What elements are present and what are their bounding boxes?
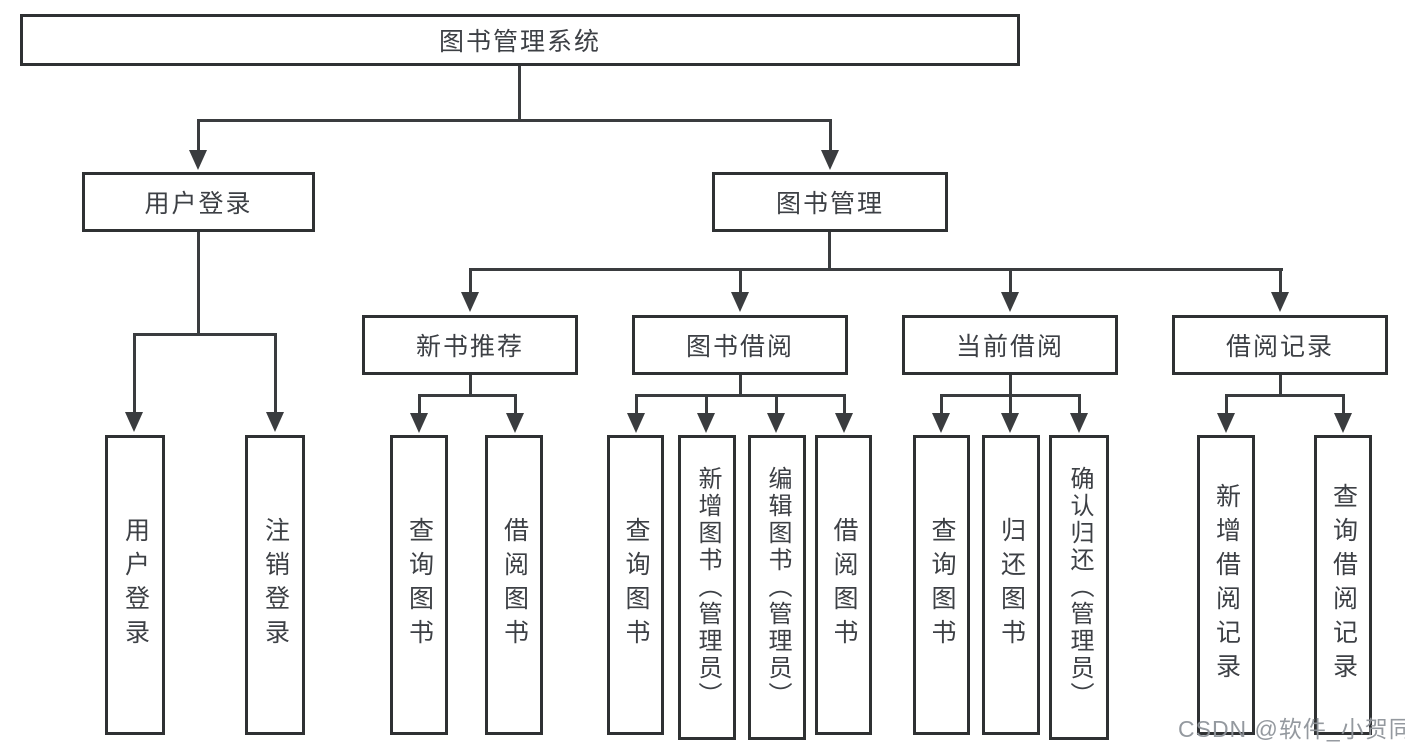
leaf-edit-book-admin: 编辑图书（管理员） — [748, 435, 806, 740]
node-label: 查询借阅记录 — [1329, 483, 1358, 687]
node-user-login: 用户登录 — [82, 172, 315, 232]
connector-line — [197, 119, 200, 152]
connector-line — [705, 394, 708, 413]
connector-line — [1078, 394, 1081, 413]
node-label: 新书推荐 — [415, 333, 524, 361]
connector-line — [1009, 394, 1012, 413]
connector-line — [739, 268, 742, 293]
node-book-management: 图书管理 — [712, 172, 948, 232]
node-current-borrow: 当前借阅 — [902, 315, 1118, 375]
connector-line — [829, 119, 832, 152]
arrow-down-icon — [189, 150, 207, 170]
connector-line — [635, 394, 846, 397]
csdn-watermark: CSDN @软件_小贺同学 — [1178, 716, 1405, 742]
leaf-user-login: 用户登录 — [105, 435, 165, 735]
connector-line — [940, 394, 943, 413]
node-label: 查询图书 — [405, 517, 434, 653]
arrow-down-icon — [461, 292, 479, 312]
node-label: 新增图书（管理员） — [694, 466, 721, 709]
node-borrow-records: 借阅记录 — [1172, 315, 1388, 375]
connector-line — [635, 394, 638, 413]
connector-line — [1225, 394, 1228, 413]
node-label: 借阅记录 — [1225, 333, 1334, 361]
leaf-return-book: 归还图书 — [982, 435, 1040, 735]
node-book-borrow: 图书借阅 — [632, 315, 848, 375]
arrow-down-icon — [1334, 413, 1352, 433]
arrow-down-icon — [627, 413, 645, 433]
leaf-add-book-admin: 新增图书（管理员） — [678, 435, 736, 740]
node-new-book-recommend: 新书推荐 — [362, 315, 578, 375]
connector-line — [739, 375, 742, 397]
arrow-down-icon — [1271, 292, 1289, 312]
leaf-query-books: 查询图书 — [607, 435, 664, 735]
node-label: 用户登录 — [144, 190, 253, 218]
connector-line — [1225, 394, 1345, 397]
arrow-down-icon — [506, 413, 524, 433]
node-label: 编辑图书（管理员） — [764, 466, 791, 709]
connector-line — [828, 232, 831, 271]
node-root-system: 图书管理系统 — [20, 14, 1020, 66]
connector-line — [133, 333, 136, 413]
arrow-down-icon — [731, 292, 749, 312]
node-label: 图书管理 — [775, 190, 884, 218]
connector-line — [197, 232, 200, 336]
connector-line — [418, 394, 421, 413]
node-label: 用户登录 — [121, 517, 150, 653]
node-label: 注销登录 — [261, 517, 290, 653]
node-label: 归还图书 — [997, 517, 1026, 653]
node-label: 查询图书 — [928, 517, 956, 653]
leaf-logout: 注销登录 — [245, 435, 305, 735]
connector-line — [469, 375, 472, 397]
leaf-query-books: 查询图书 — [390, 435, 448, 735]
leaf-borrow-books: 借阅图书 — [485, 435, 543, 735]
arrow-down-icon — [1001, 413, 1019, 433]
leaf-add-borrow-record: 新增借阅记录 — [1197, 435, 1255, 735]
arrow-down-icon — [821, 150, 839, 170]
node-label: 新增借阅记录 — [1212, 483, 1241, 687]
connector-line — [843, 394, 846, 413]
node-label: 图书管理系统 — [438, 28, 601, 56]
connector-line — [418, 394, 517, 397]
connector-line — [514, 394, 517, 413]
connector-line — [133, 333, 277, 336]
arrow-down-icon — [266, 412, 284, 432]
node-label: 借阅图书 — [500, 517, 529, 653]
node-label: 当前借阅 — [955, 333, 1064, 361]
connector-line — [1279, 375, 1282, 397]
connector-line — [469, 268, 1283, 271]
arrow-down-icon — [410, 413, 428, 433]
connector-line — [469, 268, 472, 293]
arrow-down-icon — [1217, 413, 1235, 433]
node-label: 查询图书 — [622, 517, 650, 653]
arrow-down-icon — [1070, 413, 1088, 433]
leaf-query-borrow-record: 查询借阅记录 — [1314, 435, 1372, 735]
node-label: 确认归还（管理员） — [1066, 466, 1093, 709]
connector-line — [1279, 268, 1282, 293]
connector-line — [1009, 268, 1012, 293]
connector-line — [1342, 394, 1345, 413]
arrow-down-icon — [697, 413, 715, 433]
connector-line — [197, 119, 832, 122]
arrow-down-icon — [932, 413, 950, 433]
leaf-query-books: 查询图书 — [913, 435, 970, 735]
connector-line — [274, 333, 277, 413]
connector-line — [1009, 375, 1012, 397]
node-label: 图书借阅 — [685, 333, 794, 361]
leaf-borrow-books: 借阅图书 — [815, 435, 872, 735]
arrow-down-icon — [767, 413, 785, 433]
node-label: 借阅图书 — [830, 517, 858, 653]
connector-line — [518, 66, 521, 120]
arrow-down-icon — [835, 413, 853, 433]
arrow-down-icon — [1001, 292, 1019, 312]
leaf-confirm-return-admin: 确认归还（管理员） — [1049, 435, 1109, 740]
connector-line — [775, 394, 778, 413]
arrow-down-icon — [125, 412, 143, 432]
